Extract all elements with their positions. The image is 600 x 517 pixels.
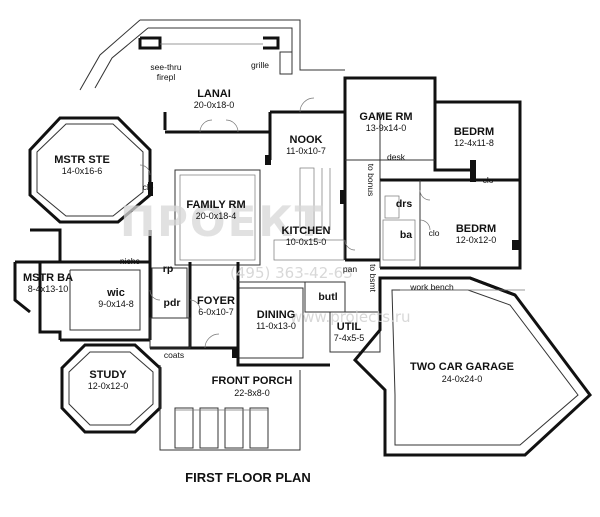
watermark-main: ПРОЕКТ bbox=[120, 197, 325, 246]
label-to-bsmt: to bsmt bbox=[368, 264, 378, 293]
room-dim-study: 12-0x12-0 bbox=[88, 381, 129, 391]
room-dim-wic: 9-0x14-8 bbox=[98, 299, 134, 309]
label-clo-bath: clo bbox=[429, 228, 440, 238]
walls bbox=[13, 19, 593, 457]
room-name-lanai: LANAI bbox=[197, 88, 231, 100]
room-name-two-car-garage: TWO CAR GARAGE bbox=[410, 361, 514, 373]
room-name-game-rm: GAME RM bbox=[359, 111, 412, 123]
label-work-bench: work bench bbox=[409, 282, 454, 292]
room-dim-foyer: 6-0x10-7 bbox=[198, 307, 234, 317]
room-name-kitchen: KITCHEN bbox=[282, 225, 331, 237]
room-labels: LANAI 20-0x18-0 MSTR STE 14-0x16-6 FAMIL… bbox=[23, 88, 514, 398]
room-dim-mstr-ste: 14-0x16-6 bbox=[62, 166, 103, 176]
label-to-bonus: to bonus bbox=[366, 164, 376, 197]
plan-title: FIRST FLOOR PLAN bbox=[185, 470, 311, 485]
room-dim-front-porch: 22-8x8-0 bbox=[234, 388, 270, 398]
watermark: ПРОЕКТ (495) 363-42-63 www.projects.ru bbox=[120, 197, 411, 326]
watermark-site: www.projects.ru bbox=[290, 308, 411, 326]
room-dim-mstr-ba: 8-4x13-10 bbox=[28, 284, 69, 294]
label-ba: ba bbox=[400, 229, 412, 241]
room-dim-lanai: 20-0x18-0 bbox=[194, 100, 235, 110]
room-name-bedrm-1: BEDRM bbox=[454, 126, 494, 138]
label-drs: drs bbox=[396, 198, 413, 210]
room-name-mstr-ba: MSTR BA bbox=[23, 272, 73, 284]
room-dim-util: 7-4x5-5 bbox=[334, 333, 365, 343]
label-rp: rp bbox=[163, 263, 174, 275]
door-swings bbox=[139, 97, 431, 349]
room-name-family-rm: FAMILY RM bbox=[186, 199, 245, 211]
label-clo-bed: clo bbox=[483, 175, 494, 185]
room-name-foyer: FOYER bbox=[197, 295, 235, 307]
room-name-nook: NOOK bbox=[290, 134, 323, 146]
label-desk: desk bbox=[387, 152, 406, 162]
room-dim-game-rm: 13-9x14-0 bbox=[366, 123, 407, 133]
room-name-dining: DINING bbox=[257, 309, 296, 321]
label-clo-mstr: clo bbox=[143, 182, 154, 192]
label-pan: pan bbox=[343, 264, 357, 274]
small-labels: see-thru firepl grille clo clo clo desk … bbox=[120, 60, 494, 360]
room-dim-bedrm-2: 12-0x12-0 bbox=[456, 235, 497, 245]
label-grille: grille bbox=[251, 60, 269, 70]
label-niche: niche bbox=[120, 256, 141, 266]
room-name-mstr-ste: MSTR STE bbox=[54, 154, 110, 166]
room-name-study: STUDY bbox=[89, 369, 127, 381]
label-firepl: firepl bbox=[157, 72, 176, 82]
wall-blocks bbox=[148, 155, 520, 358]
room-name-util: UTIL bbox=[337, 321, 362, 333]
room-dim-family-rm: 20-0x18-4 bbox=[196, 211, 237, 221]
room-dim-nook: 11-0x10-7 bbox=[286, 146, 326, 156]
room-name-wic: wic bbox=[106, 287, 125, 299]
room-dim-dining: 11-0x13-0 bbox=[256, 321, 296, 331]
watermark-phone: (495) 363-42-63 bbox=[230, 264, 353, 282]
label-coats: coats bbox=[164, 350, 184, 360]
room-name-bedrm-2: BEDRM bbox=[456, 223, 496, 235]
label-butl: butl bbox=[318, 291, 337, 303]
room-dim-kitchen: 10-0x15-0 bbox=[286, 237, 327, 247]
label-see-thru: see-thru bbox=[150, 62, 181, 72]
room-dim-bedrm-1: 12-4x11-8 bbox=[454, 138, 494, 148]
room-name-front-porch: FRONT PORCH bbox=[212, 375, 293, 387]
label-pdr: pdr bbox=[164, 297, 181, 309]
room-dim-two-car-garage: 24-0x24-0 bbox=[442, 374, 483, 384]
